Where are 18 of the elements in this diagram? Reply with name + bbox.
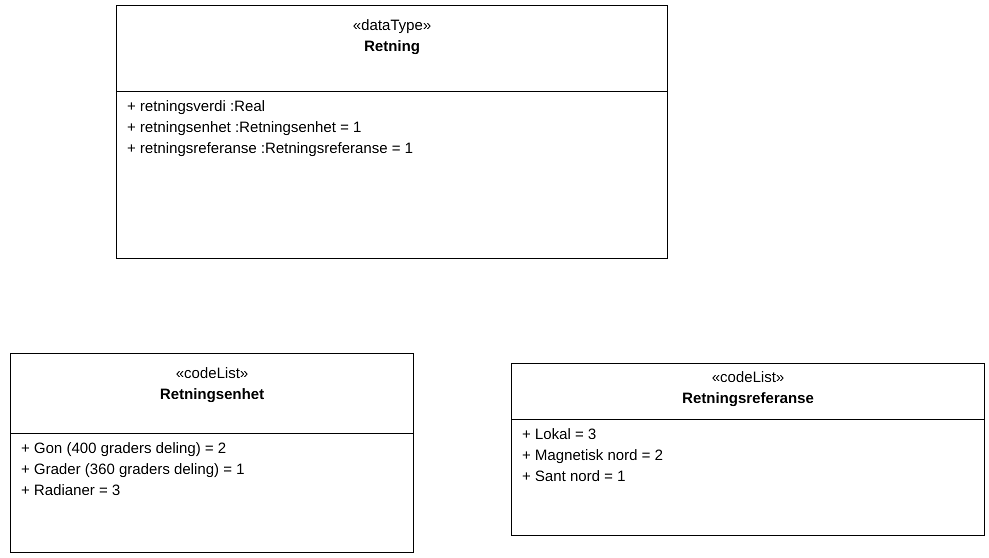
class-box [511, 363, 985, 536]
attribute-text: + Grader (360 graders deling) = 1 [21, 460, 244, 480]
attribute-text: + Sant nord = 1 [522, 467, 626, 487]
attribute-text: + Lokal = 3 [522, 425, 596, 445]
class-name: Retning [364, 37, 420, 57]
stereotype-label: «codeList» [712, 368, 784, 388]
stereotype-label: «codeList» [176, 364, 248, 384]
class-box [10, 353, 414, 553]
attribute-text: + Gon (400 graders deling) = 2 [21, 439, 226, 459]
class-name: Retningsreferanse [682, 389, 814, 409]
attribute-text: + Magnetisk nord = 2 [522, 446, 663, 466]
class-box [116, 5, 668, 259]
attribute-text: + Radianer = 3 [21, 481, 120, 501]
attribute-text: + retningsverdi :Real [127, 97, 265, 117]
stereotype-label: «dataType» [352, 16, 432, 36]
attribute-text: + retningsreferanse :Retningsreferanse = 1 [127, 139, 414, 159]
class-name: Retningsenhet [160, 385, 264, 405]
attribute-text: + retningsenhet :Retningsenhet = 1 [127, 118, 362, 138]
